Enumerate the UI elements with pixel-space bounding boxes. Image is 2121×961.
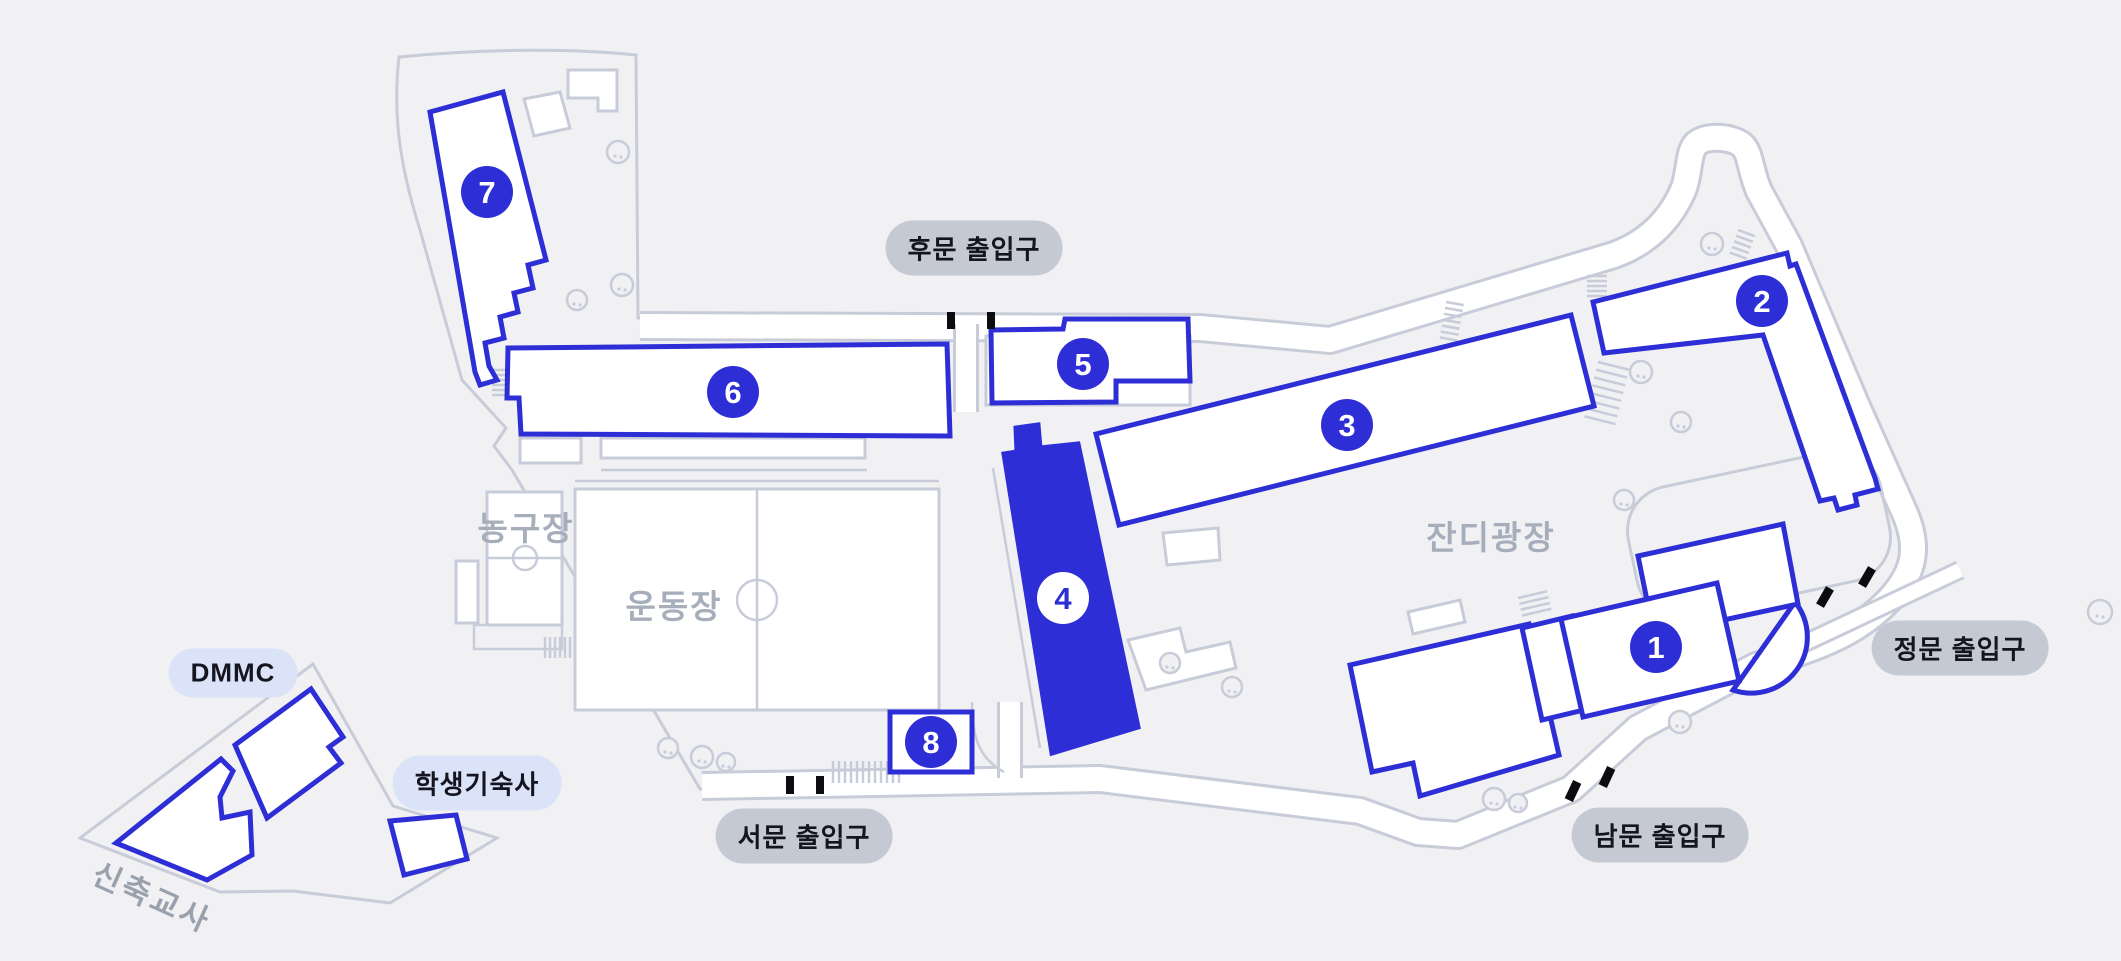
dmmc-building-shape[interactable] <box>111 755 255 883</box>
building-2-shape[interactable] <box>1590 249 1882 514</box>
building-1-shape[interactable] <box>1729 597 1810 696</box>
main-gate-tick <box>1858 566 1876 588</box>
sports-field-label: 운동장 <box>625 588 723 625</box>
back-gate-label: 후문 출입구 <box>885 220 1063 276</box>
lawn-plaza-label: 잔디광장 <box>1426 519 1556 556</box>
south-gate-tick <box>1598 766 1616 788</box>
stairs-hatch <box>1587 274 1607 298</box>
building-1-cluster <box>1347 521 1810 800</box>
tree-icon <box>1612 488 1636 512</box>
tree-icon <box>1669 410 1693 434</box>
tree-icon <box>1507 792 1529 814</box>
tree-icon <box>2086 598 2114 626</box>
dormitory-building-shape[interactable] <box>386 812 471 879</box>
basketball-court-shape <box>454 490 564 651</box>
crosswalk-hatch <box>1439 300 1464 342</box>
tree-icon <box>565 288 589 312</box>
tree-icon <box>1628 359 1654 385</box>
annex-boundary <box>76 661 501 905</box>
tree-icon <box>689 744 715 770</box>
back-gate-tick <box>987 312 995 329</box>
dmmc-buildings <box>111 685 347 883</box>
gate-ticks <box>786 312 1876 802</box>
west-gate-tick <box>786 776 794 794</box>
tree-icon <box>1481 786 1507 812</box>
crosswalk-hatch <box>1729 228 1756 260</box>
building-badge-6[interactable]: 6 <box>707 366 759 418</box>
south-gate-tick <box>1564 780 1582 802</box>
tree-icon <box>609 272 635 298</box>
building-badge-8[interactable]: 8 <box>905 716 957 768</box>
back-gate-tick <box>947 312 955 329</box>
stairs-hatch <box>543 637 577 658</box>
tree-icon <box>656 736 680 760</box>
building-7-shape[interactable] <box>427 88 550 389</box>
building-badge-2[interactable]: 2 <box>1736 275 1788 327</box>
building-badge-4[interactable]: 4 <box>1037 572 1089 624</box>
west-gate-label: 서문 출입구 <box>715 808 893 864</box>
building-badge-3[interactable]: 3 <box>1321 399 1373 451</box>
building-badge-1[interactable]: 1 <box>1630 621 1682 673</box>
tree-icon <box>605 139 631 165</box>
tree-icon <box>715 751 737 773</box>
tree-icon <box>1667 709 1693 735</box>
main-gate-tick <box>1816 586 1834 608</box>
tree-icon <box>1699 231 1725 257</box>
south-gate-label: 남문 출입구 <box>1571 807 1749 863</box>
tree-icon <box>1220 675 1244 699</box>
dmmc-label: DMMC <box>168 648 298 698</box>
dmmc-building-shape[interactable] <box>231 685 347 822</box>
tree-icon <box>1158 651 1182 675</box>
basketball-court-label: 농구장 <box>477 510 575 547</box>
main-gate-label: 정문 출입구 <box>1871 620 2049 676</box>
building-badge-7[interactable]: 7 <box>461 166 513 218</box>
trees <box>565 139 2114 814</box>
stairs-hatch <box>1517 590 1552 617</box>
dormitory-label: 학생기숙사 <box>392 755 562 811</box>
stairs-hatch <box>1584 360 1630 426</box>
stair-hatches <box>492 228 1756 783</box>
west-gate-tick <box>816 776 824 794</box>
building-badge-5[interactable]: 5 <box>1057 338 1109 390</box>
roads <box>639 122 1965 850</box>
